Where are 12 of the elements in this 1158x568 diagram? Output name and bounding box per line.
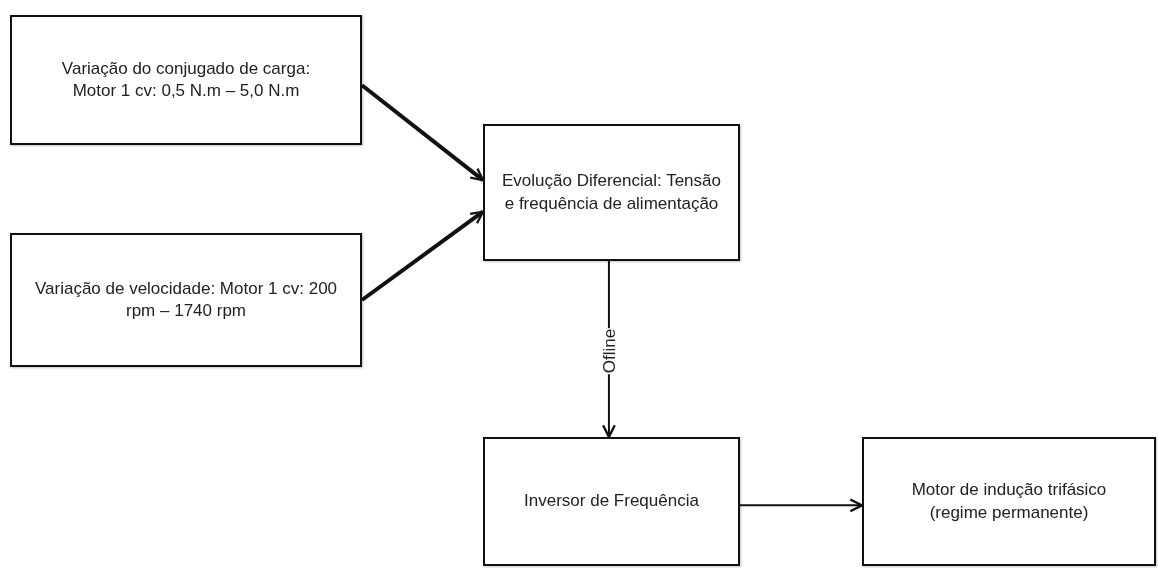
box-text: Motor de indução trifásico (regime permanente)	[910, 479, 1108, 524]
box-text: Inversor de Frequência	[524, 490, 699, 513]
process-box	[10, 15, 362, 145]
arrow	[739, 498, 864, 513]
process-box	[483, 124, 740, 261]
box-text: Variação de velocidade: Motor 1 cv: 200 rpm – 1740 rpm	[33, 277, 339, 322]
edge-label: Ofline	[600, 327, 618, 375]
box-text: Variação do conjugado de carga: Motor 1 cv: 0,5 N.m – 5,0 N.m	[60, 57, 312, 102]
box-text: Evolução Diferencial: Tensão e frequência de alimentação	[501, 170, 722, 215]
process-box	[862, 437, 1156, 566]
process-box	[10, 233, 362, 367]
process-box	[483, 437, 740, 566]
